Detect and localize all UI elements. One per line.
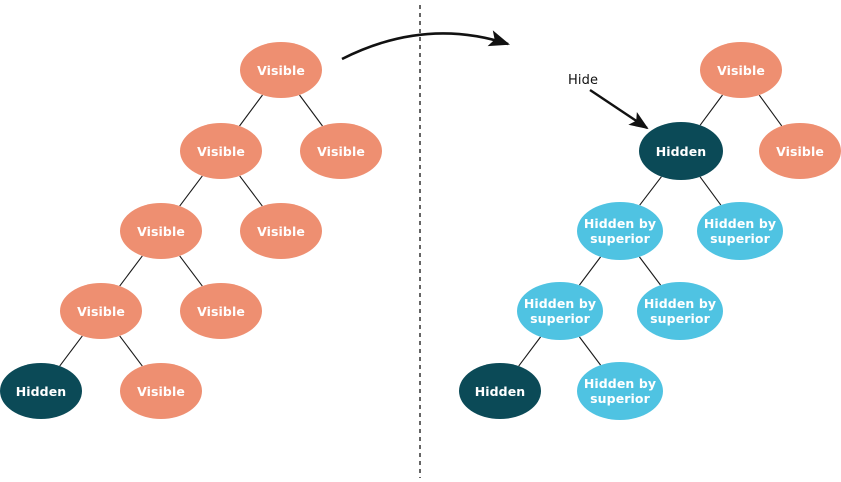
right-node-visible[interactable]: Visible (700, 42, 782, 98)
left-node-visible[interactable]: Visible (300, 123, 382, 179)
left-node-visible[interactable]: Visible (180, 283, 262, 339)
left-node-visible[interactable]: Visible (240, 203, 322, 259)
right-tree-edges (518, 94, 783, 367)
right-node-hidden[interactable]: Hidden (639, 122, 723, 180)
transition-arrow (341, 30, 510, 61)
tree-edge (179, 175, 203, 207)
tree-edge (239, 94, 263, 127)
hide-arrow (589, 89, 649, 130)
right-node-hidden-by-superior[interactable]: Hidden by superior (577, 202, 663, 260)
left-node-visible[interactable]: Visible (120, 363, 202, 419)
tree-edge (239, 175, 263, 207)
left-node-visible[interactable]: Visible (240, 42, 322, 98)
tree-edge (119, 335, 143, 367)
hide-annotation-label: Hide (568, 73, 599, 88)
right-node-hidden-by-superior[interactable]: Hidden by superior (637, 282, 723, 340)
tree-edge (518, 336, 542, 367)
left-node-hidden[interactable]: Hidden (0, 363, 82, 419)
right-node-hidden-by-superior[interactable]: Hidden by superior (697, 202, 783, 260)
right-node-hidden-by-superior[interactable]: Hidden by superior (577, 362, 663, 420)
tree-edge (299, 94, 323, 127)
left-tree-edges (59, 94, 323, 367)
right-node-hidden-by-superior[interactable]: Hidden by superior (517, 282, 603, 340)
tree-edge (638, 256, 662, 286)
left-node-visible[interactable]: Visible (60, 283, 142, 339)
tree-edge (179, 255, 203, 287)
tree-edge (578, 256, 602, 286)
tree-edge (699, 94, 723, 126)
left-node-visible[interactable]: Visible (180, 123, 262, 179)
right-node-hidden[interactable]: Hidden (459, 363, 541, 419)
tree-edge (699, 176, 722, 206)
tree-edge (758, 94, 783, 127)
tree-edge (119, 255, 143, 287)
tree-edge (578, 336, 602, 366)
tree-edge (639, 176, 662, 206)
right-node-visible[interactable]: Visible (759, 123, 841, 179)
tree-edge (59, 335, 83, 367)
left-node-visible[interactable]: Visible (120, 203, 202, 259)
